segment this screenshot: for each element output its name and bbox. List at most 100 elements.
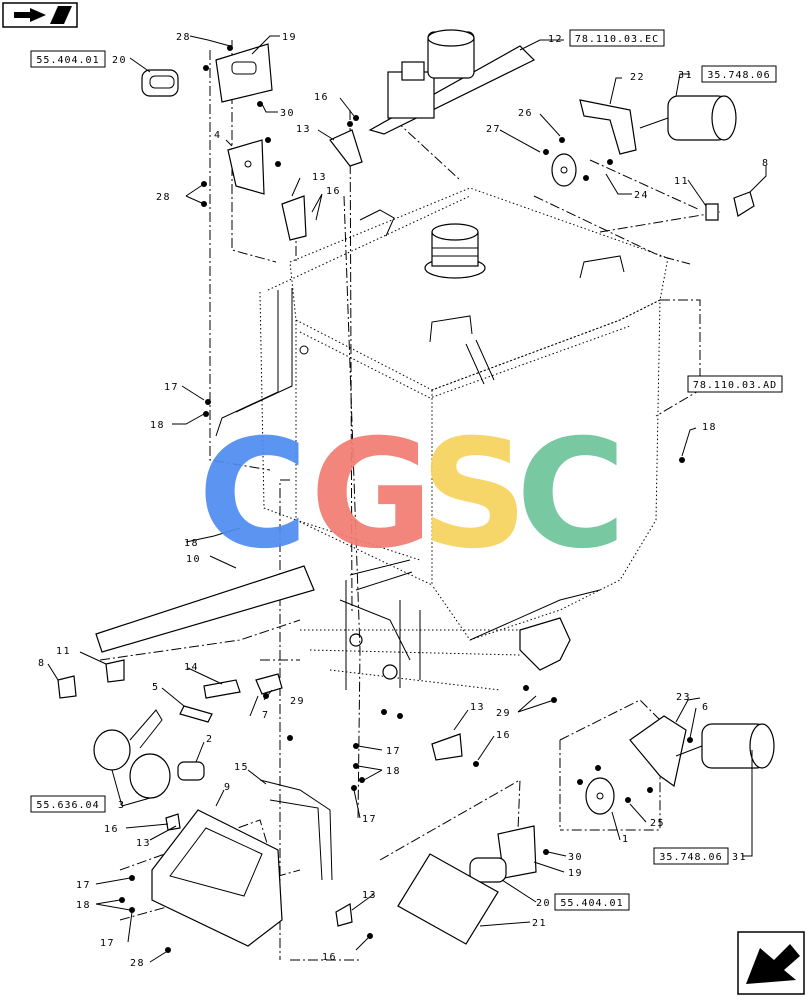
ref-78-110-03-ad[interactable]: 78.110.03.AD <box>687 375 783 393</box>
callout-29: 29 <box>290 696 305 707</box>
callout-28: 28 <box>176 32 191 43</box>
part-bracket-22-31 <box>579 95 737 155</box>
callout-16: 16 <box>104 824 119 835</box>
callout-28: 28 <box>156 192 171 203</box>
callout-3: 3 <box>118 800 126 811</box>
callout-30: 30 <box>280 108 295 119</box>
callout-31: 31 <box>678 70 693 81</box>
callout-13: 13 <box>470 702 485 713</box>
svg-text:55.404.01: 55.404.01 <box>36 55 99 66</box>
callout-16: 16 <box>326 186 341 197</box>
part-box-9 <box>151 809 283 947</box>
callout-1: 1 <box>622 834 630 845</box>
callout-13: 13 <box>312 172 327 183</box>
part-bracket-23-31 <box>629 715 775 788</box>
ref-78-110-03-ec[interactable]: 78.110.03.EC <box>569 29 665 47</box>
part-bracket-19 <box>215 43 273 103</box>
callout-18: 18 <box>184 538 199 549</box>
callout-20: 20 <box>536 898 551 909</box>
svg-text:78.110.03.EC: 78.110.03.EC <box>575 34 659 45</box>
callout-2: 2 <box>206 734 214 745</box>
part-motor-12 <box>368 29 536 135</box>
callout-4: 4 <box>214 130 222 141</box>
callout-leaders <box>47 35 767 963</box>
callout-18: 18 <box>702 422 717 433</box>
part-disc-1 <box>585 777 615 815</box>
hopper-tank <box>215 187 669 691</box>
part-bracket-4 <box>227 139 265 195</box>
callout-22: 22 <box>630 72 645 83</box>
part-cover-10 <box>95 565 315 653</box>
part-cylinder-2 <box>177 761 205 781</box>
part-disc-26 <box>551 153 577 187</box>
watermark: C G S C <box>198 408 626 582</box>
callout-31: 31 <box>732 852 747 863</box>
part-light-3 <box>93 709 171 799</box>
callout-10: 10 <box>186 554 201 565</box>
callout-20: 20 <box>112 55 127 66</box>
part-11-8-top <box>705 191 755 221</box>
part-plug-20-bottom <box>469 857 507 883</box>
callout-21: 21 <box>532 918 547 929</box>
part-latch-13-top <box>281 129 363 241</box>
callout-24: 24 <box>634 190 649 201</box>
ref-55-636-04[interactable]: 55.636.04 <box>30 795 106 813</box>
callout-18: 18 <box>386 766 401 777</box>
callout-17: 17 <box>362 814 377 825</box>
part-hose-15 <box>259 779 333 881</box>
fasteners <box>119 45 693 953</box>
watermark-letter-c1: C <box>198 408 308 582</box>
callout-5: 5 <box>152 682 160 693</box>
part-latch-13-mid <box>165 733 463 927</box>
callout-17: 17 <box>100 938 115 949</box>
callout-11: 11 <box>674 176 689 187</box>
part-plug-8-11-left <box>57 659 125 699</box>
callout-15: 15 <box>234 762 249 773</box>
callout-16: 16 <box>314 92 329 103</box>
svg-text:35.748.06: 35.748.06 <box>659 852 722 863</box>
callout-25: 25 <box>650 818 665 829</box>
svg-text:35.748.06: 35.748.06 <box>707 70 770 81</box>
callout-19: 19 <box>282 32 297 43</box>
callout-7: 7 <box>262 710 270 721</box>
ref-55-404-01-bottom[interactable]: 55.404.01 <box>554 893 630 911</box>
next-page-arrow-icon[interactable] <box>737 931 805 995</box>
callout-8: 8 <box>38 658 46 669</box>
part-rod-14-5 <box>179 673 283 723</box>
callout-6: 6 <box>702 702 710 713</box>
ref-35-748-06-bottom[interactable]: 35.748.06 <box>653 847 729 865</box>
callout-18: 18 <box>76 900 91 911</box>
svg-text:55.404.01: 55.404.01 <box>560 898 623 909</box>
callout-16: 16 <box>322 952 337 963</box>
callout-12: 12 <box>548 34 563 45</box>
callout-13: 13 <box>136 838 151 849</box>
callout-26: 26 <box>518 108 533 119</box>
ref-55-404-01-top[interactable]: 55.404.01 <box>30 50 106 68</box>
part-plug-20 <box>141 69 179 97</box>
ref-35-748-06-top[interactable]: 35.748.06 <box>701 65 777 83</box>
callout-13: 13 <box>296 124 311 135</box>
callout-19: 19 <box>568 868 583 879</box>
callout-18: 18 <box>150 420 165 431</box>
callout-8: 8 <box>762 158 770 169</box>
callout-17: 17 <box>76 880 91 891</box>
callout-13: 13 <box>362 890 377 901</box>
svg-text:78.110.03.AD: 78.110.03.AD <box>693 380 777 391</box>
callout-29: 29 <box>496 708 511 719</box>
watermark-letter-s: S <box>420 408 528 582</box>
callout-16: 16 <box>496 730 511 741</box>
hand-pointer-right-icon[interactable] <box>2 2 78 28</box>
callout-27: 27 <box>486 124 501 135</box>
part-plate-21 <box>397 853 499 945</box>
callout-11: 11 <box>56 646 71 657</box>
callout-14: 14 <box>184 662 199 673</box>
callout-28: 28 <box>130 958 145 969</box>
callout-9: 9 <box>224 782 232 793</box>
watermark-letter-g: G <box>310 408 433 582</box>
watermark-letter-c2: C <box>516 408 626 582</box>
callout-30: 30 <box>568 852 583 863</box>
callout-23: 23 <box>676 692 691 703</box>
svg-text:55.636.04: 55.636.04 <box>36 800 99 811</box>
callout-17: 17 <box>386 746 401 757</box>
